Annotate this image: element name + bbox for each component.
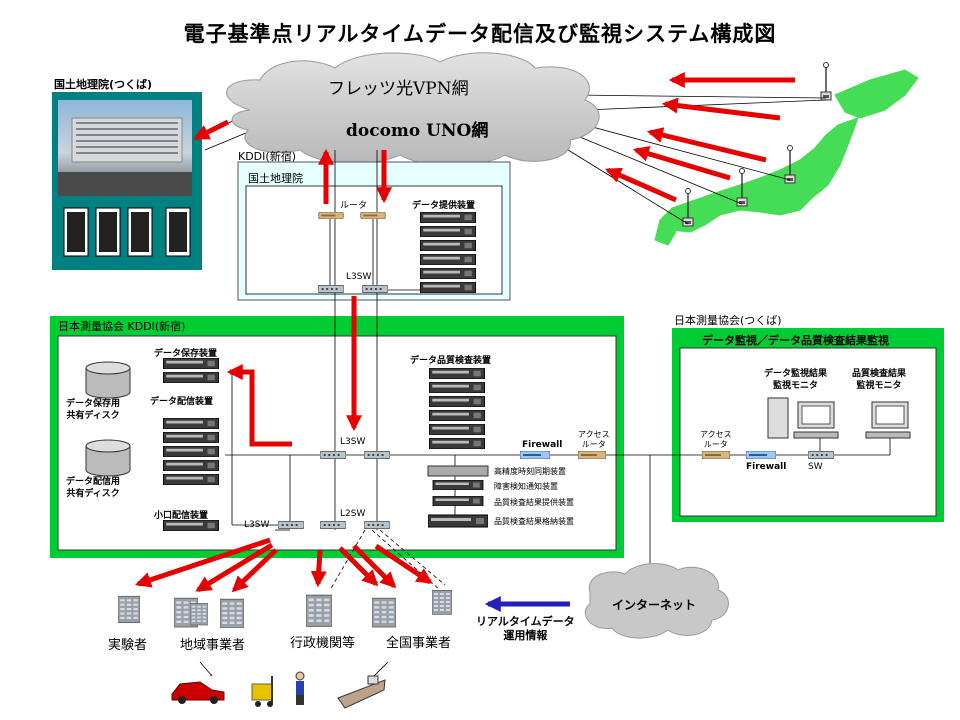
arrow-user-5 — [338, 546, 379, 587]
page-title: 電子基準点リアルタイムデータ配信及び監視システム構成図 — [183, 22, 777, 46]
gsi-server-racks — [63, 207, 191, 257]
user-label-regional: 地域事業者 — [180, 638, 246, 653]
internet-cloud — [584, 563, 729, 639]
jsa-left-l3sw — [278, 521, 304, 529]
car-icon — [171, 681, 225, 704]
arrow-to-storage — [226, 363, 292, 447]
delivery-disk-label: データ配信用 共有ディスク — [66, 477, 121, 499]
kddi-shinjuku-label: KDDI(新宿) — [238, 150, 296, 163]
delivery-device-label: データ配信装置 — [150, 397, 214, 407]
arrow-station-4 — [632, 145, 731, 181]
tsukuba-net-devices — [702, 451, 834, 459]
small-delivery-label: 小口配信装置 — [154, 511, 209, 521]
arrow-user-3 — [231, 548, 278, 593]
arrow-to-gsi — [193, 119, 230, 141]
tsukuba-panel-title: データ監視／データ品質検査結果監視 — [702, 334, 889, 347]
station-links — [204, 94, 827, 225]
small-delivery-server — [162, 520, 220, 531]
device-label-4: 品質検査結果格納装置 — [494, 517, 574, 526]
aux-devices — [427, 465, 489, 528]
japan-map — [654, 69, 919, 246]
vpn-cloud-label-1: フレッツ光VPN網 — [328, 79, 469, 99]
forklift-icon — [251, 676, 273, 707]
gsi-tsukuba-box — [52, 92, 202, 270]
storage-disk-label: データ保存用 共有ディスク — [66, 399, 121, 421]
kddi-l3sw-label: L3SW — [346, 272, 372, 282]
arrow-station-2 — [661, 97, 781, 121]
device-label-3: 品質検査結果提供装置 — [494, 498, 574, 507]
kddi-inner-label: 国土地理院 — [248, 172, 303, 185]
tsukuba-firewall-label: Firewall — [746, 462, 787, 472]
user-label-government: 行政機関等 — [290, 636, 356, 651]
l2sw-label: L2SW — [340, 509, 366, 519]
internet-label: インターネット — [612, 598, 697, 612]
center-l3sw-label: L3SW — [340, 437, 366, 447]
worker-icon — [295, 671, 305, 705]
arrow-user-2 — [195, 542, 274, 593]
arrow-station-5 — [605, 167, 678, 203]
jsa-kddi-label: 日本測量協会 KDDI(新宿) — [58, 320, 186, 333]
user-label-national: 全国事業者 — [386, 636, 452, 651]
jsa-access-router-label: アクセス ルータ — [578, 430, 610, 449]
arrow-user-1 — [134, 537, 271, 588]
user-buildings — [118, 589, 452, 628]
delivery-disk-icon — [85, 439, 131, 477]
jsa-firewall-label: Firewall — [522, 440, 563, 450]
arrow-station-3 — [646, 127, 767, 163]
jsa-kddi-box — [50, 316, 624, 558]
tsukuba-access-router-label: アクセス ルータ — [700, 430, 732, 449]
quality-device-label: データ品質検査装置 — [410, 356, 492, 366]
device-label-2: 障害検知通知装置 — [494, 482, 558, 491]
user-label-experimenter: 実験者 — [108, 638, 148, 653]
arrow-user-4 — [310, 549, 327, 588]
left-l3sw-label: L3SW — [244, 520, 270, 530]
monitor1-label: データ監視結果 監視モニタ — [764, 369, 828, 391]
router-label: ルータ — [340, 201, 368, 211]
storage-device-label: データ保存装置 — [154, 349, 218, 359]
monitor2-label: 品質検査結果 監視モニタ — [852, 369, 907, 391]
monitor-pc-2 — [865, 401, 911, 439]
user-dashed-links — [329, 529, 446, 591]
pointer-lines — [199, 661, 389, 677]
device-label-1: 高精度時刻同期装置 — [494, 467, 566, 476]
monitor-pc-1 — [767, 397, 839, 439]
delivery-servers — [162, 418, 220, 485]
vpn-cloud-label-2: docomo UNO網 — [346, 121, 489, 141]
arrow-user-6 — [352, 544, 397, 589]
data-provider-label: データ提供装置 — [412, 201, 476, 211]
vpn-cloud — [226, 52, 600, 166]
storage-disk-icon — [85, 361, 131, 399]
tsukuba-sw-label: SW — [808, 462, 823, 472]
red-arrows — [134, 71, 795, 593]
arrow-user-7 — [374, 543, 433, 585]
ship-icon — [337, 675, 386, 709]
gsi-tsukuba-label: 国土地理院(つくば) — [54, 78, 153, 91]
jsa-tsukuba-label: 日本測量協会(つくば) — [674, 314, 782, 327]
realtime-info-label: リアルタイムデータ 運用情報 — [476, 615, 575, 642]
